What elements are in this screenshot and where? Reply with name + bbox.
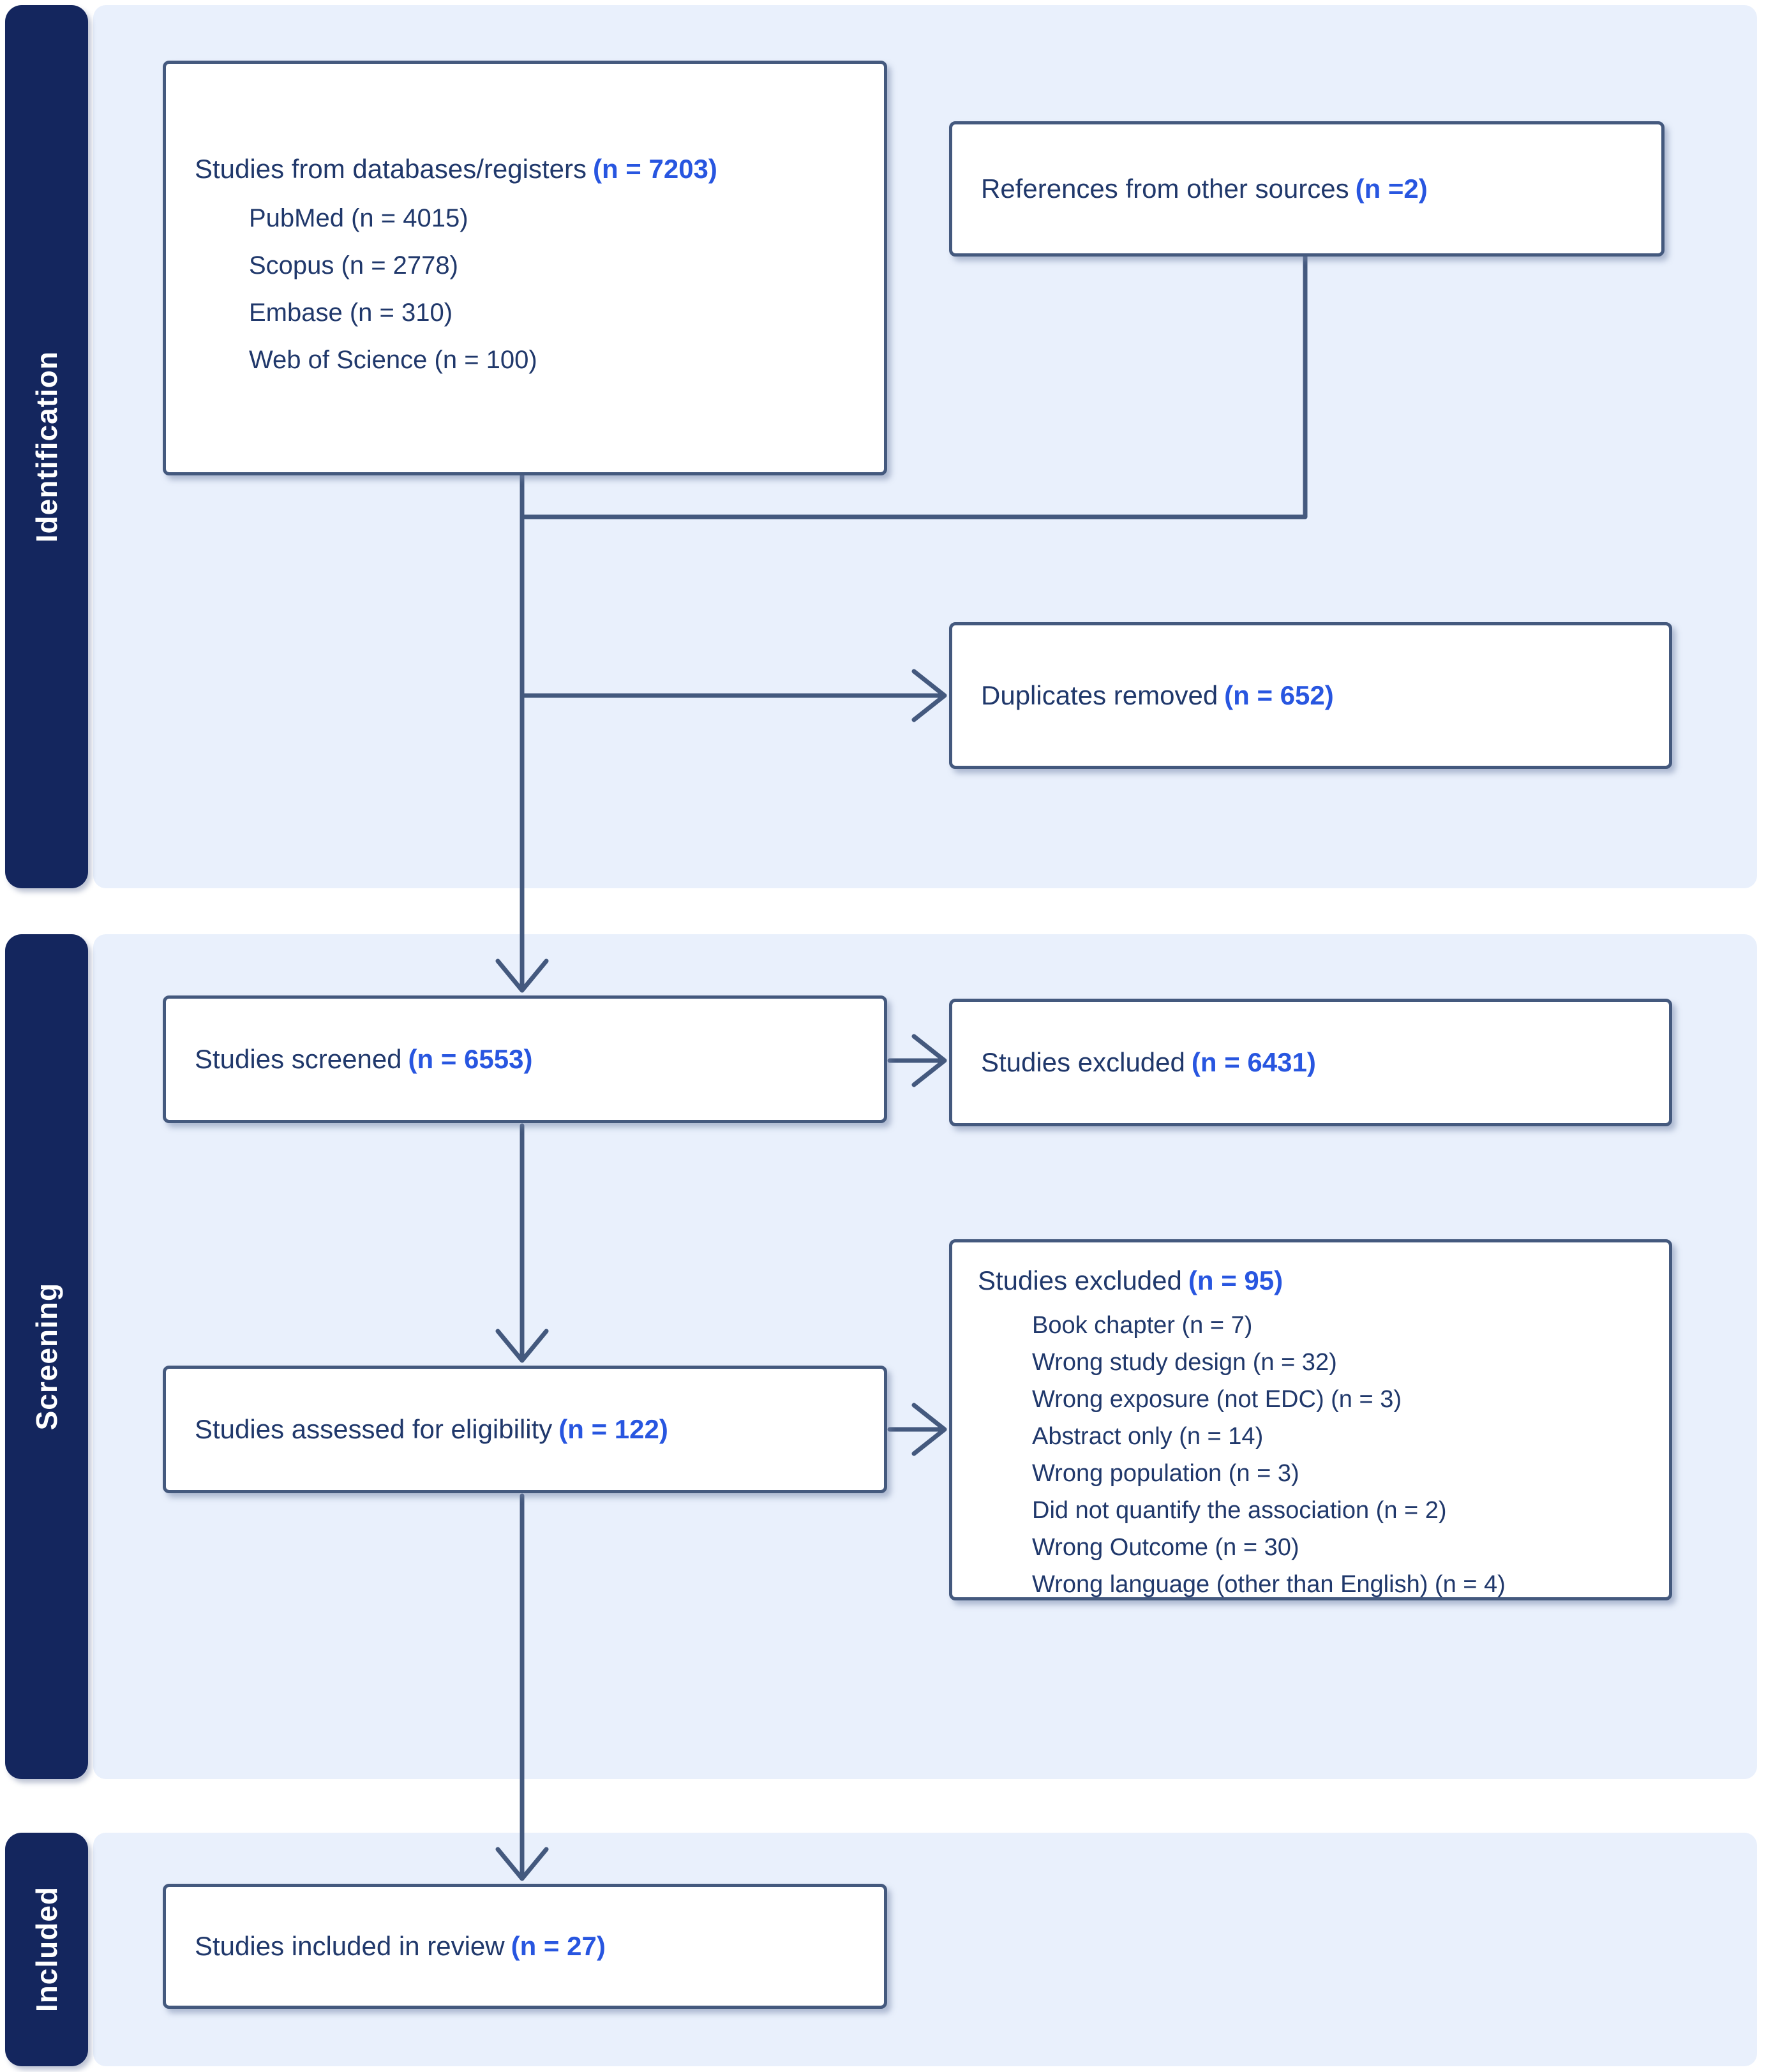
box-count: (n = 652) — [1224, 680, 1334, 710]
box-databases: Studies from databases/registers(n = 720… — [163, 61, 887, 475]
sidebar-included: Included — [5, 1833, 88, 2066]
box-label: Studies screened — [195, 1043, 402, 1074]
arrowhead-right-excluded-eligibility — [911, 1403, 947, 1456]
box-count: (n = 6553) — [408, 1043, 533, 1074]
list-item: Web of Science (n = 100) — [249, 346, 537, 375]
box-excluded-eligibility-title: Studies excluded(n = 95) — [978, 1264, 1652, 1298]
box-label: Duplicates removed — [981, 680, 1218, 710]
sidebar-screening: Screening — [5, 934, 88, 1779]
box-excluded-screening-title: Studies excluded(n = 6431) — [981, 1046, 1316, 1080]
list-item: Wrong language (other than English) (n =… — [1032, 1570, 1506, 1598]
box-count: (n = 95) — [1188, 1265, 1283, 1295]
box-count: (n = 7203) — [592, 153, 717, 184]
list-item: Wrong population (n = 3) — [1032, 1459, 1299, 1487]
arrowhead-right-excluded — [911, 1034, 947, 1087]
box-duplicates-removed: Duplicates removed(n = 652) — [949, 622, 1672, 769]
box-included-title: Studies included in review(n = 27) — [195, 1930, 606, 1964]
box-screened-title: Studies screened(n = 6553) — [195, 1043, 532, 1077]
list-item: PubMed (n = 4015) — [249, 204, 468, 233]
box-studies-excluded-screening: Studies excluded(n = 6431) — [949, 999, 1672, 1126]
sidebar-identification: Identification — [5, 5, 88, 888]
list-item: Scopus (n = 2778) — [249, 251, 458, 280]
list-item: Book chapter (n = 7) — [1032, 1311, 1253, 1339]
box-count: (n = 122) — [558, 1413, 668, 1444]
box-studies-included: Studies included in review(n = 27) — [163, 1884, 887, 2009]
list-item: Wrong study design (n = 32) — [1032, 1348, 1337, 1376]
arrowhead-down-assessed — [495, 1329, 549, 1363]
box-studies-assessed: Studies assessed for eligibility(n = 122… — [163, 1366, 887, 1493]
box-label: References from other sources — [981, 173, 1349, 204]
arrowhead-down-included — [495, 1847, 549, 1881]
box-label: Studies from databases/registers — [195, 153, 587, 184]
database-source-list: PubMed (n = 4015) Scopus (n = 2778) Emba… — [195, 195, 865, 384]
box-label: Studies excluded — [978, 1265, 1182, 1295]
arrowhead-right-duplicates — [911, 669, 947, 722]
box-assessed-title: Studies assessed for eligibility(n = 122… — [195, 1413, 668, 1447]
list-item: Wrong exposure (not EDC) (n = 3) — [1032, 1385, 1402, 1413]
box-studies-excluded-eligibility: Studies excluded(n = 95) Book chapter (n… — [949, 1239, 1672, 1600]
line-references-join — [522, 254, 1308, 519]
list-item: Wrong Outcome (n = 30) — [1032, 1533, 1299, 1561]
box-label: Studies included in review — [195, 1930, 505, 1961]
box-other-sources: References from other sources(n =2) — [949, 121, 1665, 257]
box-other-sources-title: References from other sources(n =2) — [981, 172, 1428, 206]
box-count: (n = 6431) — [1191, 1047, 1316, 1077]
box-label: Studies excluded — [981, 1047, 1185, 1077]
exclusion-reason-list: Book chapter (n = 7) Wrong study design … — [978, 1307, 1652, 1603]
box-duplicates-title: Duplicates removed(n = 652) — [981, 679, 1334, 713]
box-count: (n = 27) — [511, 1930, 606, 1961]
list-item: Embase (n = 310) — [249, 299, 453, 327]
list-item: Did not quantify the association (n = 2) — [1032, 1496, 1447, 1524]
list-item: Abstract only (n = 14) — [1032, 1422, 1264, 1450]
box-label: Studies assessed for eligibility — [195, 1413, 553, 1444]
box-count: (n =2) — [1355, 173, 1428, 204]
arrowhead-down-screened — [495, 958, 549, 993]
box-databases-title: Studies from databases/registers(n = 720… — [195, 153, 865, 186]
box-studies-screened: Studies screened(n = 6553) — [163, 995, 887, 1123]
